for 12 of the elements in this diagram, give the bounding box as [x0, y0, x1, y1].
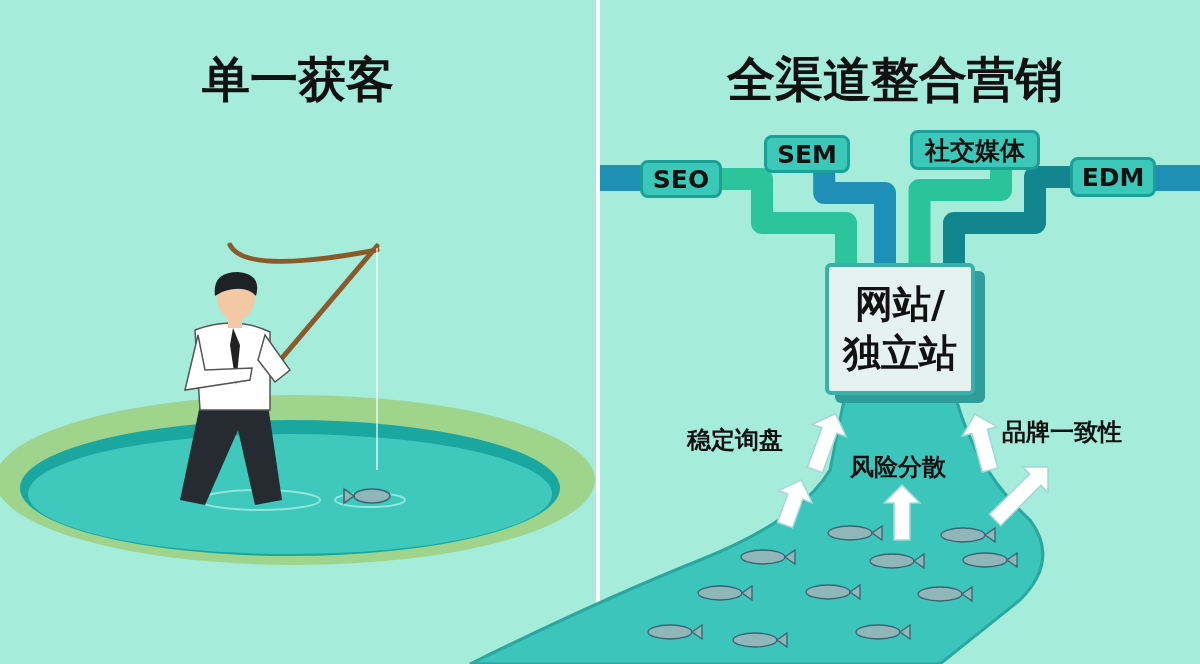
pipe-label: SEO [640, 160, 722, 198]
pipe-label: SEM [764, 135, 850, 173]
pipe [722, 168, 857, 263]
pipe [943, 166, 1070, 263]
pipe-label: 社交媒体 [910, 130, 1040, 170]
pipe [908, 170, 1012, 263]
panel-title: 单一获客 [202, 50, 394, 109]
pipe-label: EDM [1070, 157, 1156, 197]
benefit-label: 品牌一致性 [1002, 417, 1122, 448]
benefit-label: 稳定询盘 [687, 425, 783, 456]
panel-title: 全渠道整合营销 [727, 50, 1063, 109]
benefit-label: 风险分散 [850, 452, 946, 483]
